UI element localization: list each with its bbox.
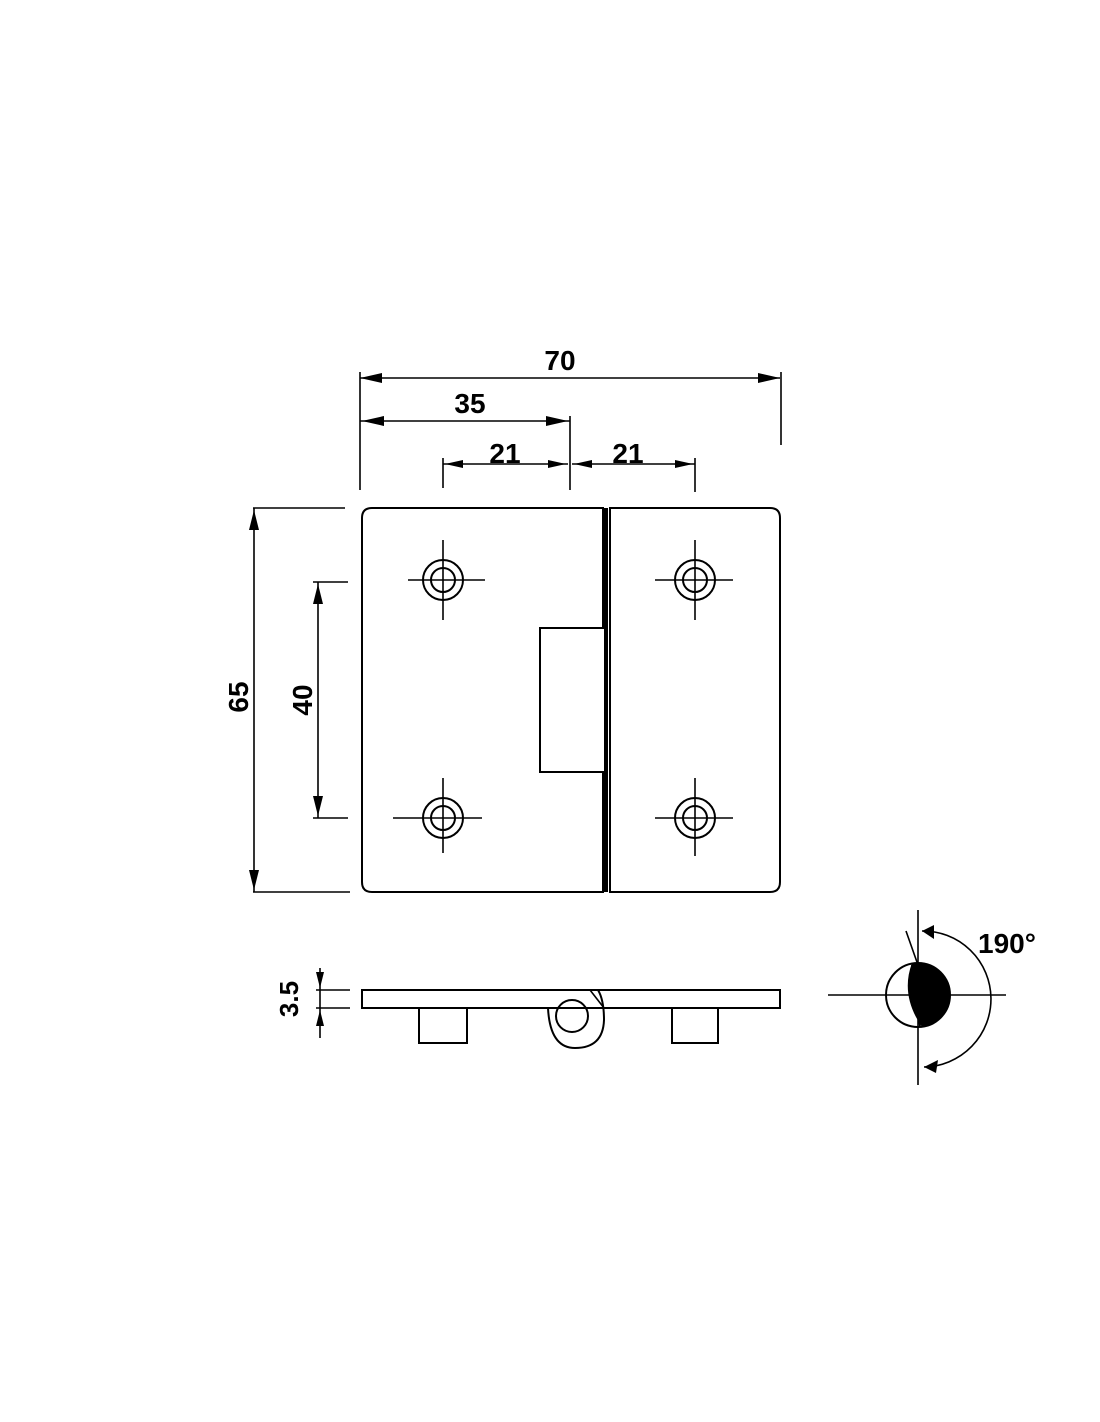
side-knuckle bbox=[547, 989, 606, 1050]
hinge-side-view bbox=[361, 989, 781, 1050]
opening-angle-label: 190° bbox=[978, 928, 1036, 959]
dim-left-hole-offset-label: 21 bbox=[489, 438, 520, 469]
side-boss-left bbox=[418, 1008, 468, 1044]
opening-angle-arc bbox=[921, 930, 992, 1068]
left-leaf bbox=[361, 507, 604, 893]
screw-hole-bottom-right bbox=[655, 778, 733, 856]
screw-hole-top-left bbox=[408, 540, 485, 620]
dim-half-width: 35 bbox=[360, 388, 571, 490]
dim-overall-height: 65 bbox=[223, 507, 350, 893]
screw-hole-bottom-left bbox=[393, 778, 482, 853]
side-plate bbox=[361, 989, 781, 1009]
hinge-pin-section bbox=[907, 963, 950, 1027]
side-boss-right bbox=[671, 1008, 719, 1044]
opening-angle-diagram: 190° bbox=[828, 910, 1036, 1085]
screw-hole-top-right bbox=[655, 540, 733, 620]
dim-half-width-label: 35 bbox=[454, 388, 485, 419]
dim-left-hole-offset: 21 bbox=[442, 438, 568, 488]
dim-overall-width: 70 bbox=[359, 345, 782, 490]
dim-right-hole-offset: 21 bbox=[572, 438, 696, 492]
right-leaf bbox=[609, 507, 781, 893]
dim-hole-spacing: 40 bbox=[287, 581, 348, 819]
dim-overall-height-label: 65 bbox=[223, 681, 254, 712]
dim-thickness-label: 3.5 bbox=[274, 981, 304, 1017]
dim-thickness: 3.5 bbox=[274, 968, 350, 1038]
dim-right-hole-offset-label: 21 bbox=[612, 438, 643, 469]
dim-overall-width-label: 70 bbox=[544, 345, 575, 376]
dim-hole-spacing-label: 40 bbox=[287, 684, 318, 715]
hinge-front-view bbox=[361, 507, 781, 893]
